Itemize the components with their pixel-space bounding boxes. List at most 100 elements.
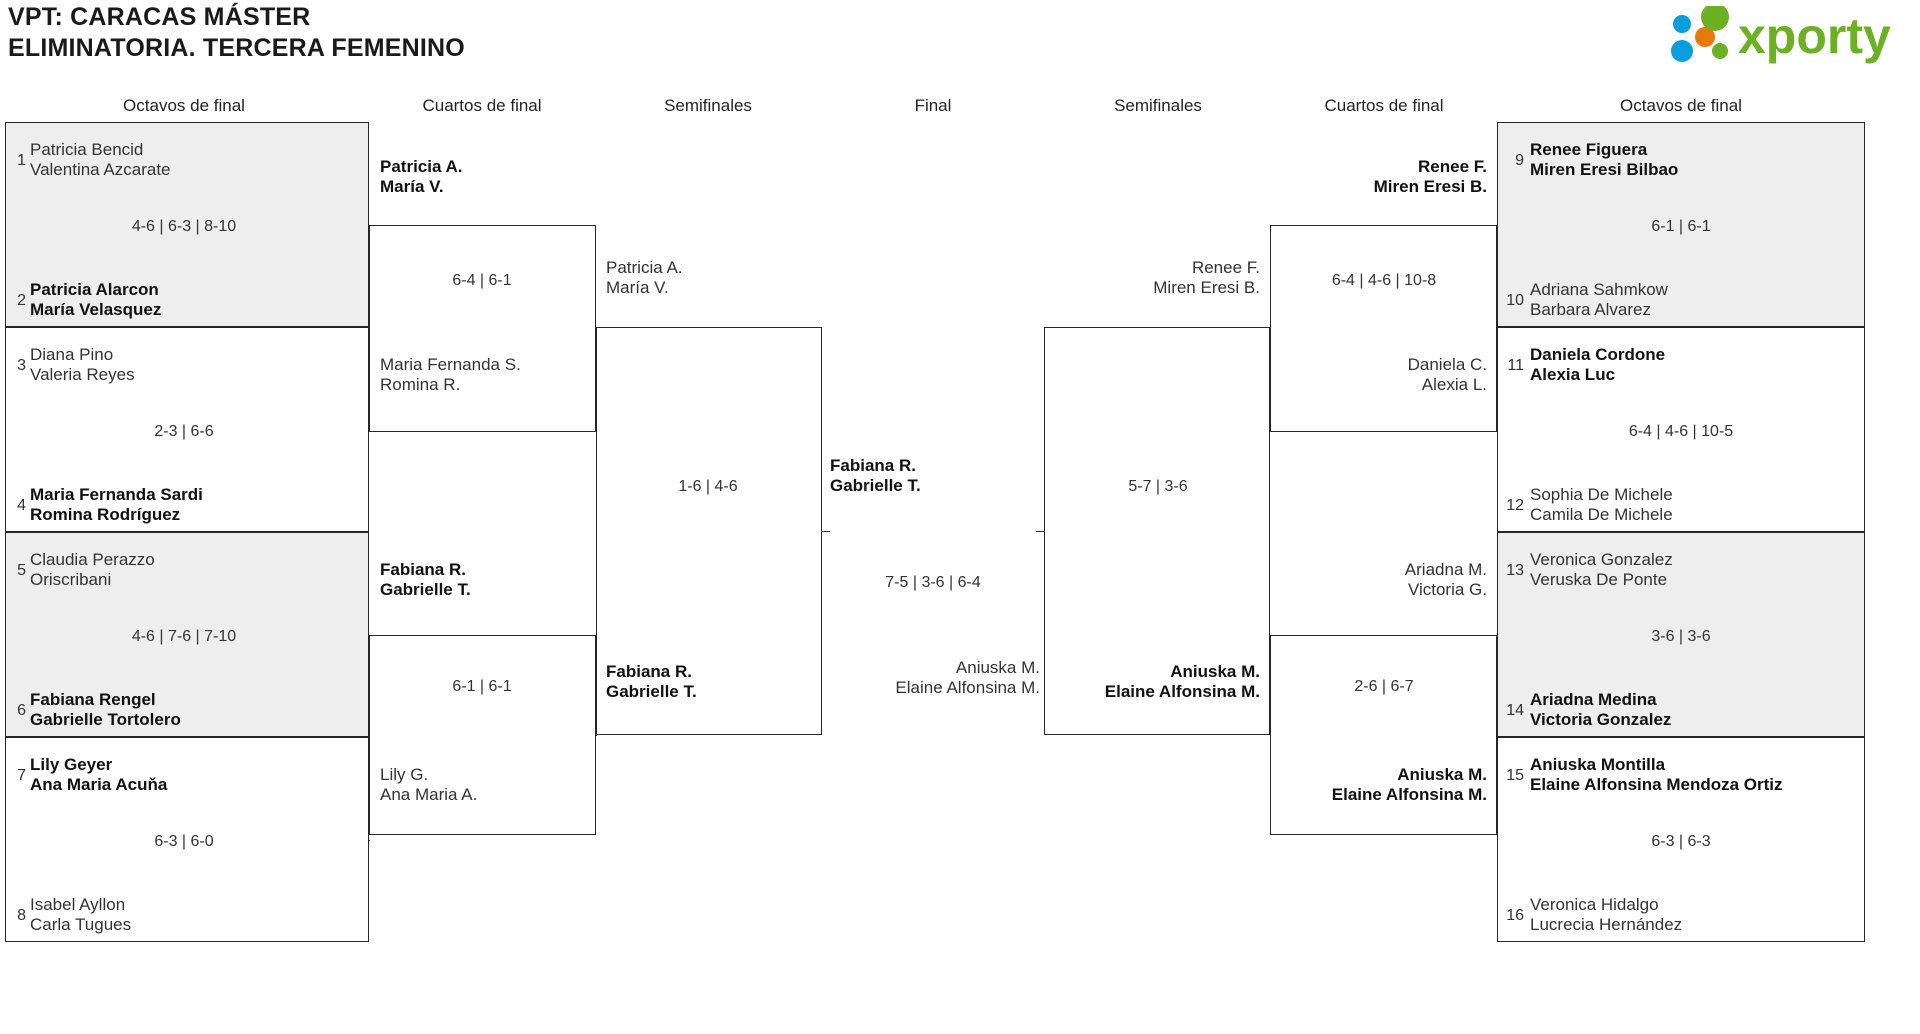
round-header-left-r16: Octavos de final [123,96,245,115]
seed-15: 15 [1506,767,1524,784]
team-lsf-bottom: Fabiana R. Gabrielle T. [606,662,697,701]
team-r16-3-bottom: Ariadna Medina Victoria Gonzalez [1530,690,1671,729]
player-name: Aniuska M. [955,658,1040,677]
connector-l16-2 [369,430,370,431]
match-box-l16-2[interactable] [5,327,369,532]
connector-lqf-1 [596,327,597,328]
match-box-l16-1[interactable] [5,122,369,327]
team-lqf-2-top: Fabiana R. Gabrielle T. [380,560,471,599]
team-lqf-2-bottom: Lily G. Ana Maria A. [380,765,477,804]
player-name: Lucrecia Hernández [1530,914,1683,934]
round-header-final: Final [914,96,952,115]
match-box-r16-4[interactable] [1497,737,1865,942]
seed-16: 16 [1506,907,1524,924]
score-lsf: 1-6 | 4-6 [678,478,738,495]
player-name: Ariadna M. [1404,560,1487,579]
team-rsf-top: Renee F. Miren Eresi B. [1000,258,1260,297]
score-r16-3: 3-6 | 3-6 [1651,628,1711,645]
player-name: Veronica Gonzalez [1530,550,1673,569]
team-lqf-1-bottom: Maria Fernanda S. Romina R. [380,355,521,394]
player-name: Elaine Alfonsina Mendoza Ortiz [1530,774,1783,794]
player-name: Renee Figuera [1530,140,1648,159]
player-name: Patricia Alarcon [30,280,159,299]
match-box-rqf-2[interactable] [1270,635,1497,835]
player-name: Fabiana Rengel [30,690,156,709]
player-name: María V. [606,277,669,297]
seed-5: 5 [17,562,26,579]
connector-l16-3 [369,635,370,636]
team-r16-2-bottom: Sophia De Michele Camila De Michele [1530,485,1673,524]
player-name: Fabiana R. [830,456,916,475]
team-r16-4-top: Aniuska Montilla Elaine Alfonsina Mendoz… [1530,755,1783,794]
team-l16-4-top: Lily Geyer Ana Maria Acuňa [30,755,167,794]
team-l16-3-bottom: Fabiana Rengel Gabrielle Tortolero [30,690,181,729]
seed-2: 2 [17,292,26,309]
title-line-2: ELIMINATORIA. TERCERA FEMENINO [8,33,465,62]
connector-rqf-2 [1270,735,1271,736]
player-name: Alexia Luc [1530,364,1616,384]
player-name: María Velasquez [30,299,162,319]
team-lsf-top: Patricia A. María V. [606,258,683,297]
seed-3: 3 [17,357,26,374]
team-lqf-1-top: Patricia A. María V. [380,157,463,196]
match-box-l16-4[interactable] [5,737,369,942]
seed-6: 6 [17,702,26,719]
match-box-r16-3[interactable] [1497,532,1865,737]
seed-11: 11 [1507,357,1524,374]
score-r16-2: 6-4 | 4-6 | 10-5 [1628,423,1734,440]
logo-dot-green-big [1701,3,1729,31]
player-name: Barbara Alvarez [1530,299,1651,319]
player-name: Renee F. [1191,258,1260,277]
player-name: Miren Eresi Bilbao [1530,159,1679,179]
player-name: Gabrielle T. [830,475,921,495]
connector-lsf [822,531,830,532]
match-box-l16-3[interactable] [5,532,369,737]
seed-12: 12 [1506,497,1524,514]
match-box-rsf-1[interactable] [1044,327,1270,735]
team-rqf-1-bottom: Daniela C. Alexia L. [1237,355,1487,394]
player-name: Adriana Sahmkow [1530,280,1668,299]
logo-wordmark: xporty [1738,8,1891,64]
score-final: 7-5 | 3-6 | 6-4 [885,574,981,591]
player-name: Gabrielle T. [380,579,471,599]
player-name: Alexia L. [1421,374,1487,394]
score-rqf-2: 2-6 | 6-7 [1354,678,1414,695]
player-name: Fabiana R. [380,560,466,579]
seed-13: 13 [1506,562,1524,579]
match-box-lqf-2[interactable] [369,635,596,835]
score-l16-4: 6-3 | 6-0 [154,833,214,850]
player-name: Aniuska M. [1397,765,1487,784]
player-name: Victoria Gonzalez [1530,709,1672,729]
score-r16-1: 6-1 | 6-1 [1651,218,1711,235]
player-name: Sophia De Michele [1530,485,1673,504]
round-header-right-r16: Octavos de final [1620,96,1742,115]
score-r16-4: 6-3 | 6-3 [1651,833,1711,850]
player-name: Diana Pino [30,345,114,364]
connector-r16-4 [1497,840,1498,841]
player-name: Ana Maria A. [380,784,478,804]
team-r16-1-top: Renee Figuera Miren Eresi Bilbao [1530,140,1678,179]
score-lqf-2: 6-1 | 6-1 [452,678,512,695]
team-r16-1-bottom: Adriana Sahmkow Barbara Alvarez [1530,280,1668,319]
player-name: Elaine Alfonsina M. [1104,681,1260,701]
player-name: Gabrielle T. [606,681,697,701]
player-name: Romina R. [380,374,461,394]
score-l16-1: 4-6 | 6-3 | 8-10 [131,218,237,235]
seed-7: 7 [17,767,26,784]
player-name: Oriscribani [30,569,112,589]
connector-r16-3 [1497,635,1498,636]
team-r16-3-top: Veronica Gonzalez Veruska De Ponte [1530,550,1673,589]
match-box-lqf-1[interactable] [369,225,596,432]
match-box-r16-2[interactable] [1497,327,1865,532]
match-box-lsf-1[interactable] [596,327,822,735]
player-name: Ariadna Medina [1530,690,1657,709]
round-header-left-sf: Semifinales [664,96,752,115]
connector-lqf-2 [596,735,597,736]
connector-l16-1 [369,225,370,226]
team-l16-2-top: Diana Pino Valeria Reyes [30,345,135,384]
match-box-r16-1[interactable] [1497,122,1865,327]
player-name: Lily Geyer [30,755,113,774]
match-box-rqf-1[interactable] [1270,225,1497,432]
team-final-bottom: Aniuska M. Elaine Alfonsina M. [795,658,1040,697]
